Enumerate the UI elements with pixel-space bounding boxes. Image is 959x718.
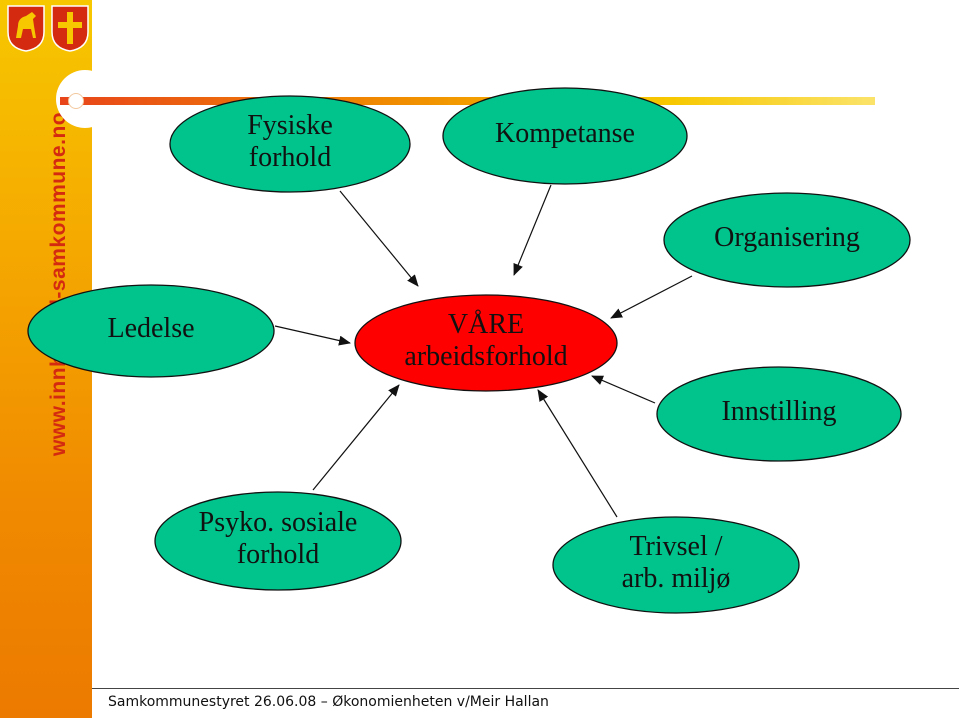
node-fysiske (169, 95, 411, 193)
node-label-center: VÅRE arbeidsforhold (404, 309, 568, 372)
node-ledelse (27, 284, 275, 378)
node-innstilling (656, 366, 902, 462)
node-label-kompetanse: Kompetanse (495, 118, 635, 149)
horse-coat-of-arms-icon (7, 5, 45, 52)
header-bar (60, 97, 875, 105)
node-trivsel (552, 516, 800, 614)
arrow-psyko-to-center (312, 384, 400, 491)
arrow-ledelse-to-center (274, 325, 351, 346)
footer-divider (92, 688, 959, 689)
node-label-organisering: Organisering (714, 222, 860, 253)
node-label-fysiske: Fysiske forhold (247, 110, 333, 173)
arrow-kompetanse-to-center (513, 184, 552, 276)
node-label-trivsel: Trivsel / arb. miljø (621, 531, 731, 594)
arrow-fysiske-to-center (339, 190, 419, 287)
node-kompetanse (442, 87, 688, 185)
node-center (354, 294, 618, 392)
node-label-ledelse: Ledelse (107, 313, 195, 344)
node-organisering (663, 192, 911, 288)
footer-text: Samkommunestyret 26.06.08 – Økonomienhet… (108, 694, 549, 710)
node-label-psyko: Psyko. sosiale forhold (198, 507, 358, 570)
node-psyko (154, 491, 402, 591)
arrow-trivsel-to-center (537, 389, 618, 518)
cross-coat-of-arms-icon (51, 5, 89, 52)
arrow-organisering-to-center (610, 275, 693, 319)
node-label-innstilling: Innstilling (721, 396, 837, 427)
header-ornament-dot (68, 93, 84, 109)
arrow-innstilling-to-center (591, 375, 656, 404)
